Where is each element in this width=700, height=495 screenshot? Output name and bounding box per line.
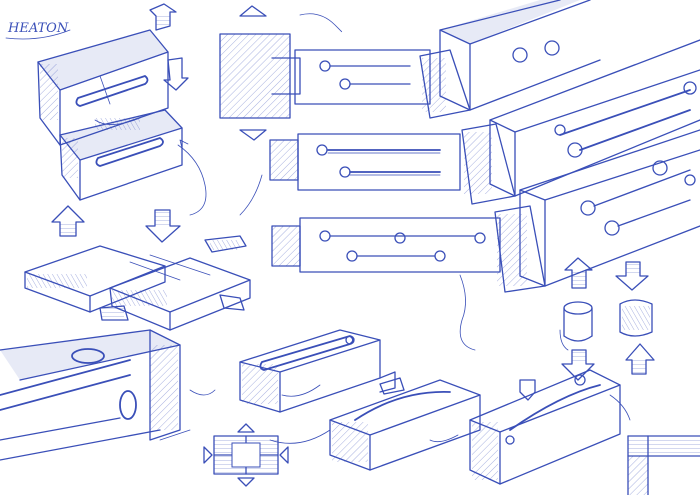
perspective-beam-bottom bbox=[494, 129, 700, 293]
corner-frame-bottom-right bbox=[627, 435, 700, 495]
curved-slot-block-right bbox=[469, 369, 621, 485]
flat-plates-exploded bbox=[24, 245, 251, 331]
artist-signature: HEATON bbox=[5, 21, 71, 40]
perspective-beam-middle bbox=[461, 39, 700, 205]
signature-text: HEATON bbox=[7, 21, 69, 36]
elevation-view-middle bbox=[269, 133, 461, 191]
curved-slot-block-bottom bbox=[329, 377, 481, 471]
perspective-beam-top bbox=[419, 0, 601, 119]
large-block-bottom-left bbox=[0, 329, 191, 461]
cross-joint-diagram bbox=[203, 423, 289, 487]
joint-block-top-left bbox=[37, 3, 189, 146]
joint-block-top-left-lower bbox=[59, 109, 183, 201]
peg-and-cube-parts bbox=[561, 257, 655, 381]
elevation-view-top bbox=[219, 5, 431, 141]
slotted-block-bottom-middle bbox=[239, 329, 396, 413]
direction-arrows-left bbox=[51, 205, 247, 321]
elevation-view-lower bbox=[271, 217, 501, 273]
